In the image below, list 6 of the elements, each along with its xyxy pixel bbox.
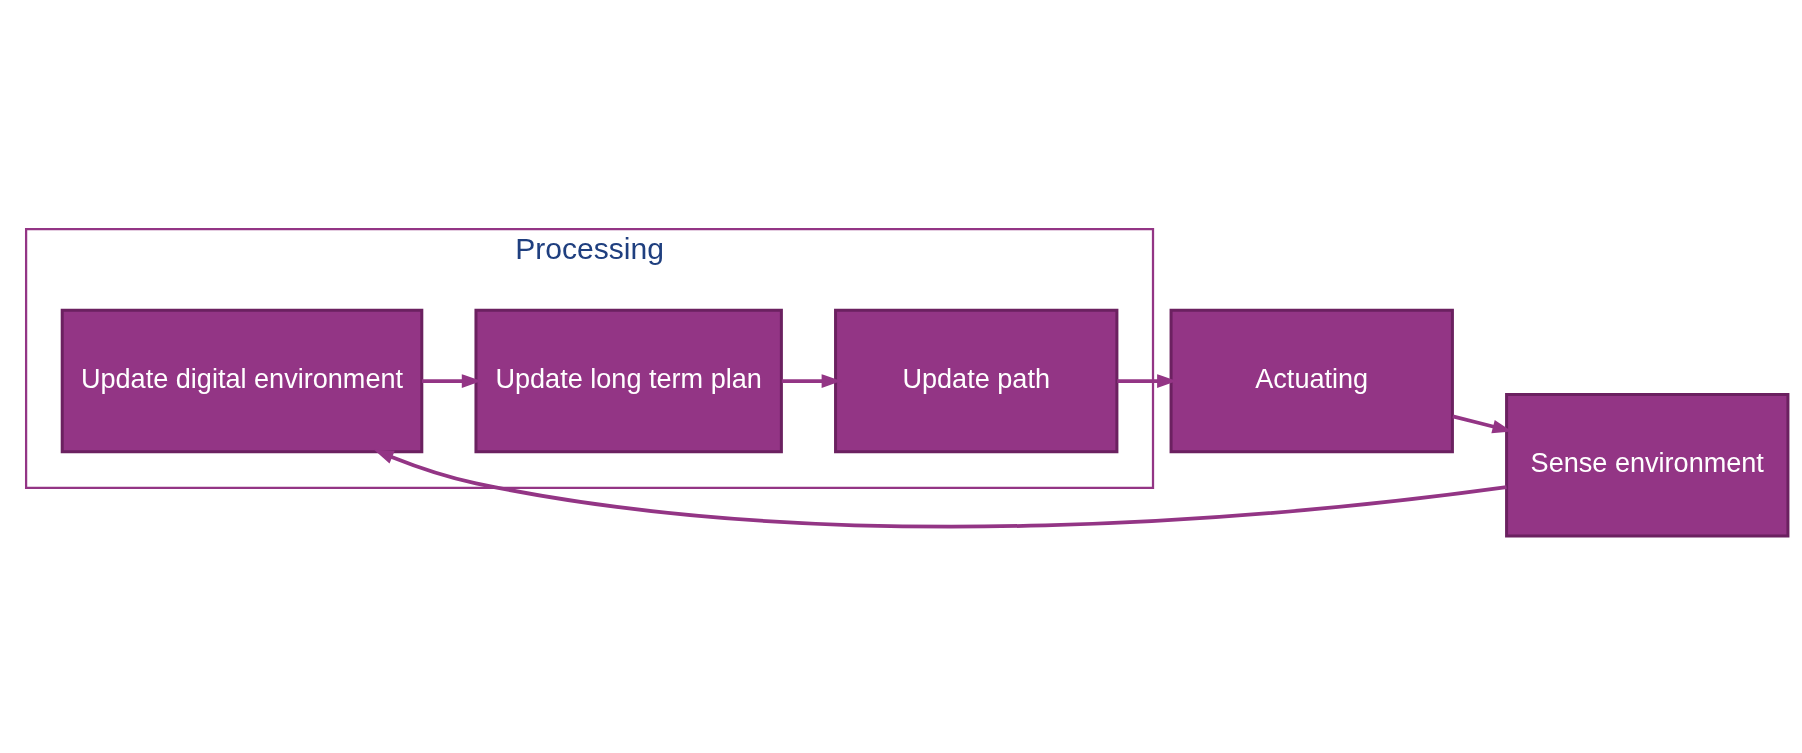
node-box: Update long term plan (474, 308, 783, 454)
node-box: Update digital environment (60, 308, 424, 454)
node-box: Update path (834, 308, 1119, 454)
node-box: Sense environment (1505, 393, 1790, 538)
arrow (374, 449, 1507, 529)
node-box: Actuating (1169, 308, 1454, 454)
